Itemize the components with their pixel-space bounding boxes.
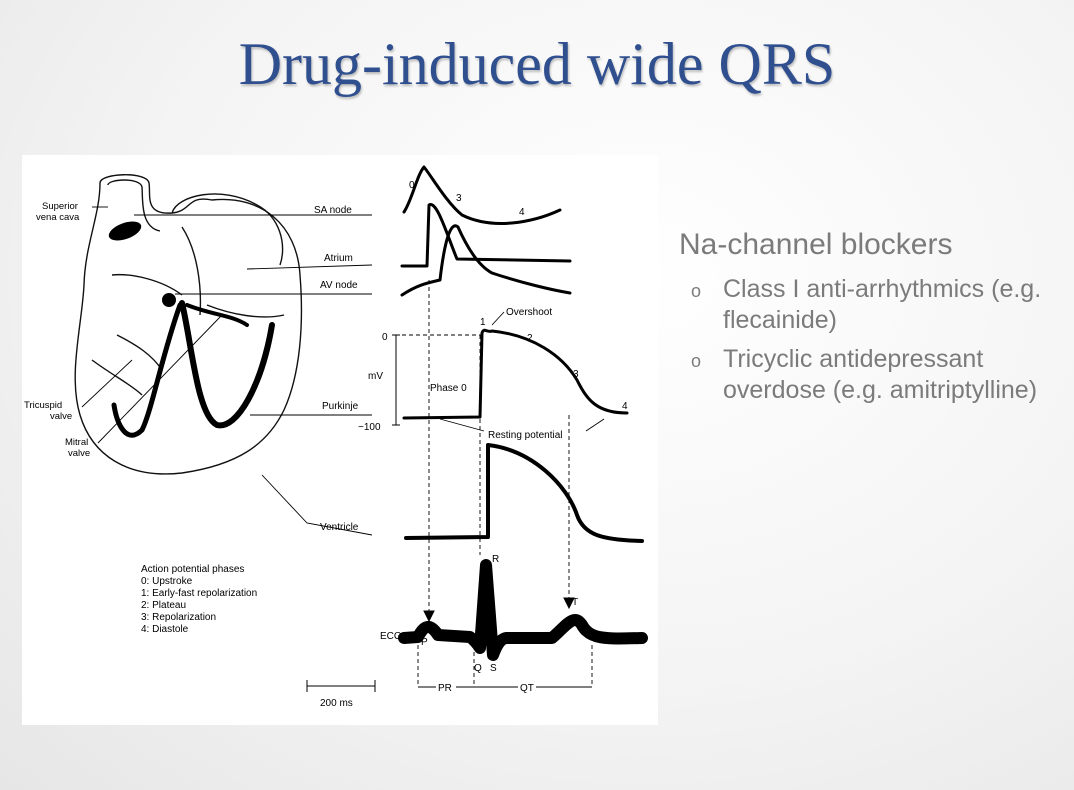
bullet-marker-icon: o [691,351,702,371]
label-av-node: AV node [320,280,358,291]
atrium-trace [400,203,572,268]
bullet-text: Tricyclic antidepressant overdose (e.g. … [723,345,1038,404]
heart-outline [74,174,303,475]
label-sa-node: SA node [314,205,352,216]
vena-cava-inner [107,179,161,232]
sa-phase-4: 4 [519,207,525,218]
timing-arrowheads [423,597,575,623]
purkinje-trace [402,328,629,420]
label-ecg: ECG [380,631,402,642]
legend-line: 3: Repolarization [141,612,216,623]
septum-line [181,226,202,316]
bullet-heading: Na-channel blockers [679,228,953,261]
label-ventricle: Ventricle [320,522,359,533]
sa-phase-3: 3 [456,193,462,204]
overshoot-label: Overshoot [506,307,552,318]
conduction-system [111,300,275,438]
slide-title: Drug-induced wide QRS [238,31,836,97]
sa-phase-0: 0 [409,180,415,191]
label-superior: Superior [42,201,78,212]
legend-line: 4: Diastole [141,624,189,635]
waveforms [398,165,648,661]
bullet-marker-icon: o [691,281,702,301]
leader-lines [134,214,373,536]
scale-bar [306,680,376,692]
wave-t-label: T [572,597,578,608]
wave-q-label: Q [474,663,482,674]
qt-interval-label: QT [520,683,534,694]
wave-r-label: R [492,554,499,565]
wave-p-label: P [421,637,428,648]
axis-zero: 0 [382,332,388,343]
phase-2-label: 2 [527,333,533,344]
bullet-list: Na-channel blockers o Class I anti-arrhy… [679,228,1059,414]
phase-1-label: 1 [480,317,486,328]
cardiac-action-potential-figure: Superior vena cava Tricuspid valve Mitra… [22,155,658,725]
phase-4-label: 4 [622,401,628,412]
label-mitral: Mitral [65,437,88,448]
atrial-wall [111,273,183,296]
aorta-arch [171,193,284,266]
wave-s-label: S [490,663,497,674]
axis-mv: mV [368,371,383,382]
purkinje-axis [392,334,482,426]
sa-node-blob [108,221,142,241]
pr-interval-label: PR [438,683,452,694]
bullet-item: o Class I anti-arrhythmics (e.g. flecain… [691,274,1059,336]
label-vena-cava: vena cava [36,212,80,223]
heart-diagram [74,174,303,475]
av-node-blob [162,293,176,307]
resting-potential-label: Resting potential [488,430,563,441]
sa-node-trace [402,165,562,225]
phase-legend: Action potential phases 0: Upstroke 1: E… [141,564,257,635]
ecg-trace [398,559,648,661]
legend-line: 2: Plateau [141,600,186,611]
inner-wall [116,334,163,371]
ventricle-wall [91,359,143,396]
label-tricuspid: Tricuspid [24,400,62,411]
label-atrium: Atrium [324,253,353,264]
label-tricuspid-valve: valve [50,411,72,422]
av-node-trace [400,224,572,297]
bullet-text: Class I anti-arrhythmics (e.g. flecainid… [723,275,1042,334]
axis-minus100: −100 [358,422,381,433]
legend-line: 0: Upstroke [141,576,193,587]
label-purkinje: Purkinje [322,401,359,412]
label-mitral-valve: valve [68,448,90,459]
legend-title: Action potential phases [141,564,244,575]
valve-line-left [206,304,285,318]
legend-line: 1: Early-fast repolarization [141,588,257,599]
phase-3-label: 3 [573,369,579,380]
scale-bar-label: 200 ms [320,698,353,709]
ventricle-trace [404,443,644,543]
phase0-label: Phase 0 [430,383,467,394]
bullet-item: o Tricyclic antidepressant overdose (e.g… [691,344,1059,406]
timing-guides [417,280,593,685]
